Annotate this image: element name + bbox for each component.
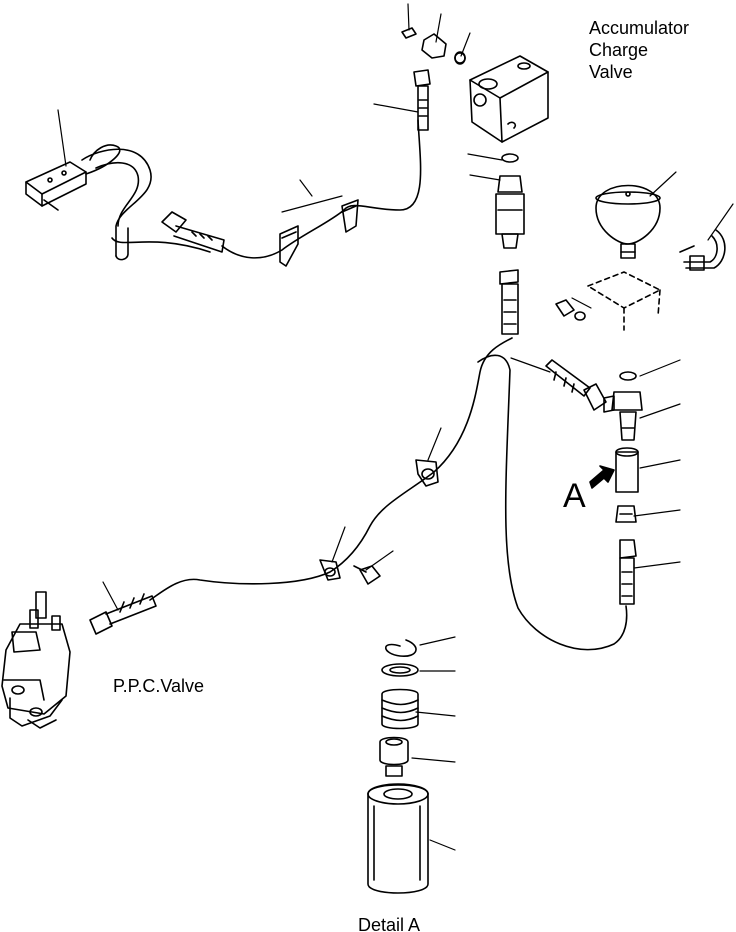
accumulator-bracket	[587, 271, 661, 331]
accumulator-charge-valve-label: Accumulator Charge Valve	[589, 17, 729, 83]
callout-a-label: A	[563, 477, 586, 515]
callout-a-arrow	[589, 465, 615, 489]
hose-clamps-middle	[319, 459, 439, 585]
accumulator-label-line1: Accumulator	[589, 18, 690, 38]
diagonal-hose-fitting	[545, 359, 607, 411]
nut-and-washer	[555, 299, 586, 321]
u-bolt	[679, 229, 726, 271]
right-fitting-stack	[603, 371, 643, 605]
hose-clamps-upper	[279, 199, 359, 267]
accumulator-label-line3: Valve	[589, 62, 633, 82]
top-fittings	[401, 27, 466, 131]
accumulator-label-line2: Charge	[589, 40, 649, 60]
left-hose-fitting	[161, 211, 225, 253]
accumulator-charge-valve	[469, 55, 549, 143]
leader-lines	[57, 3, 734, 851]
detail-a-parts	[367, 639, 429, 894]
detail-a-label: Detail A	[358, 915, 421, 932]
ppc-valve-label: P.P.C.Valve	[113, 676, 205, 696]
bracket-assembly	[25, 144, 152, 261]
valve-cartridge	[495, 153, 525, 335]
accumulator	[595, 184, 661, 259]
ppc-hose-fitting	[89, 593, 157, 635]
hoses	[111, 119, 628, 651]
ppc-valve	[1, 591, 71, 729]
